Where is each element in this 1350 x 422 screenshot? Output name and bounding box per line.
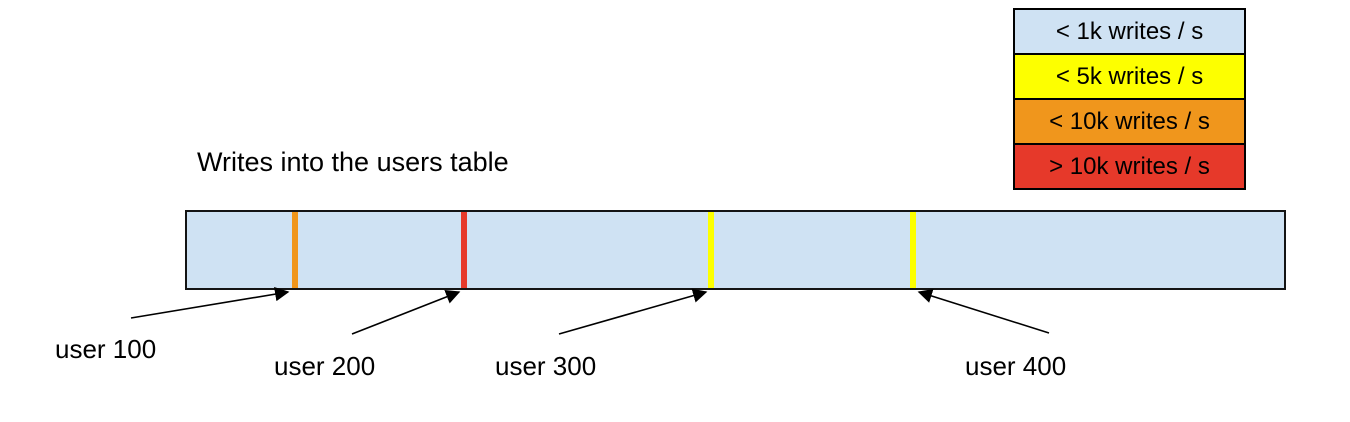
- label-user-200: user 200: [274, 351, 376, 381]
- legend-item-label: < 5k writes / s: [1055, 62, 1204, 90]
- arrow-user-400-icon: [917, 289, 1050, 334]
- legend-item-lt-10k: < 10k writes / s: [1013, 98, 1246, 145]
- legend-item-lt-5k: < 5k writes / s: [1013, 53, 1246, 100]
- hotspot-stripe-user-200: [461, 212, 467, 288]
- legend-item-label: < 10k writes / s: [1049, 107, 1210, 135]
- legend-item-label: > 10k writes / s: [1049, 152, 1210, 180]
- users-table-bar: [185, 210, 1286, 290]
- legend-item-lt-1k: < 1k writes / s: [1013, 8, 1246, 55]
- arrow-user-100-icon: [130, 287, 290, 319]
- hotspot-stripe-user-100: [292, 212, 298, 288]
- label-user-400: user 400: [965, 351, 1067, 381]
- arrow-user-200-icon: [351, 290, 461, 335]
- label-user-100: user 100: [55, 334, 157, 364]
- label-user-300: user 300: [495, 351, 597, 381]
- diagram-title: Writes into the users table: [197, 147, 509, 177]
- legend-item-label: < 1k writes / s: [1055, 17, 1204, 45]
- arrow-user-300-icon: [558, 288, 708, 335]
- write-rate-legend: < 1k writes / s < 5k writes / s < 10k wr…: [1013, 8, 1246, 190]
- hotspot-stripe-user-400: [910, 212, 916, 288]
- legend-item-gt-10k: > 10k writes / s: [1013, 143, 1246, 190]
- hotspot-stripe-user-300: [708, 212, 714, 288]
